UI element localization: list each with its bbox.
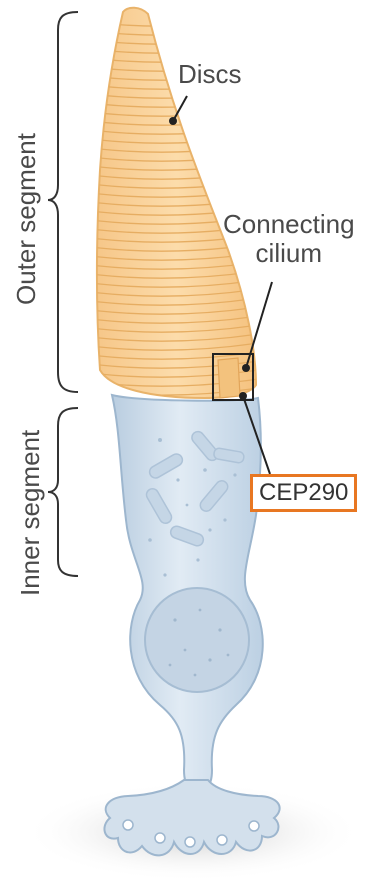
cep290-label: CEP290 [250,474,357,512]
connecting-cilium-shape [218,358,240,398]
outer-segment-bracket [48,12,78,392]
cep290-pointer-dot [239,392,247,400]
discs-pointer-dot [169,117,177,125]
inner-segment-bracket [48,408,78,576]
outer-segment-label: Outer segment [12,133,41,305]
connecting-cilium-label-line2: cilium [223,239,355,268]
connecting-cilium-label-line1: Connecting [223,210,355,239]
disc-stripe [90,18,265,26]
connecting-cilium-label: Connecting cilium [223,210,355,267]
discs-label: Discs [178,60,242,89]
cilium-pointer-dot [242,364,250,372]
nucleus [145,588,249,692]
inner-segment-label: Inner segment [16,430,45,596]
disc-stripe [90,27,265,35]
